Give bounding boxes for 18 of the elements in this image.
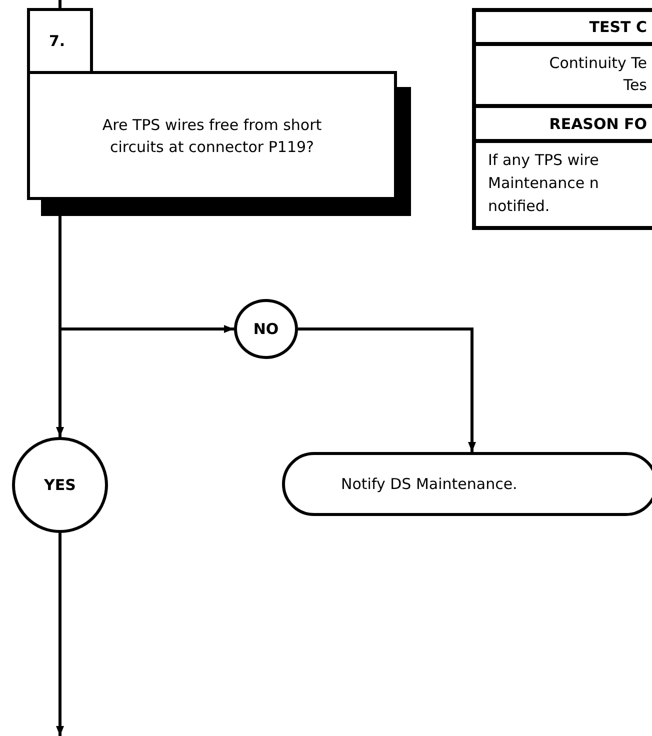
table-cell-text: Continuity Te <box>549 53 647 74</box>
table-header: REASON FO <box>549 114 647 135</box>
table-cell-text: notified. <box>488 196 550 217</box>
table-cell-text: Tes <box>623 75 647 96</box>
info-table <box>472 8 652 230</box>
decision-label: NO <box>253 320 279 338</box>
table-header: TEST C <box>589 17 647 38</box>
connector-line <box>58 0 62 8</box>
step-number: 7. <box>49 31 66 52</box>
decision-label: YES <box>44 476 76 494</box>
table-cell-text: Maintenance n <box>488 173 599 194</box>
arrow <box>58 216 234 333</box>
question-text: Are TPS wires free from short circuits at connector P119? <box>101 114 323 158</box>
arrow <box>56 533 64 736</box>
table-cell-text: If any TPS wire <box>488 150 599 171</box>
action-text: Notify DS Maintenance. <box>341 474 518 495</box>
terminator-box <box>282 452 652 516</box>
arrow <box>298 328 476 452</box>
